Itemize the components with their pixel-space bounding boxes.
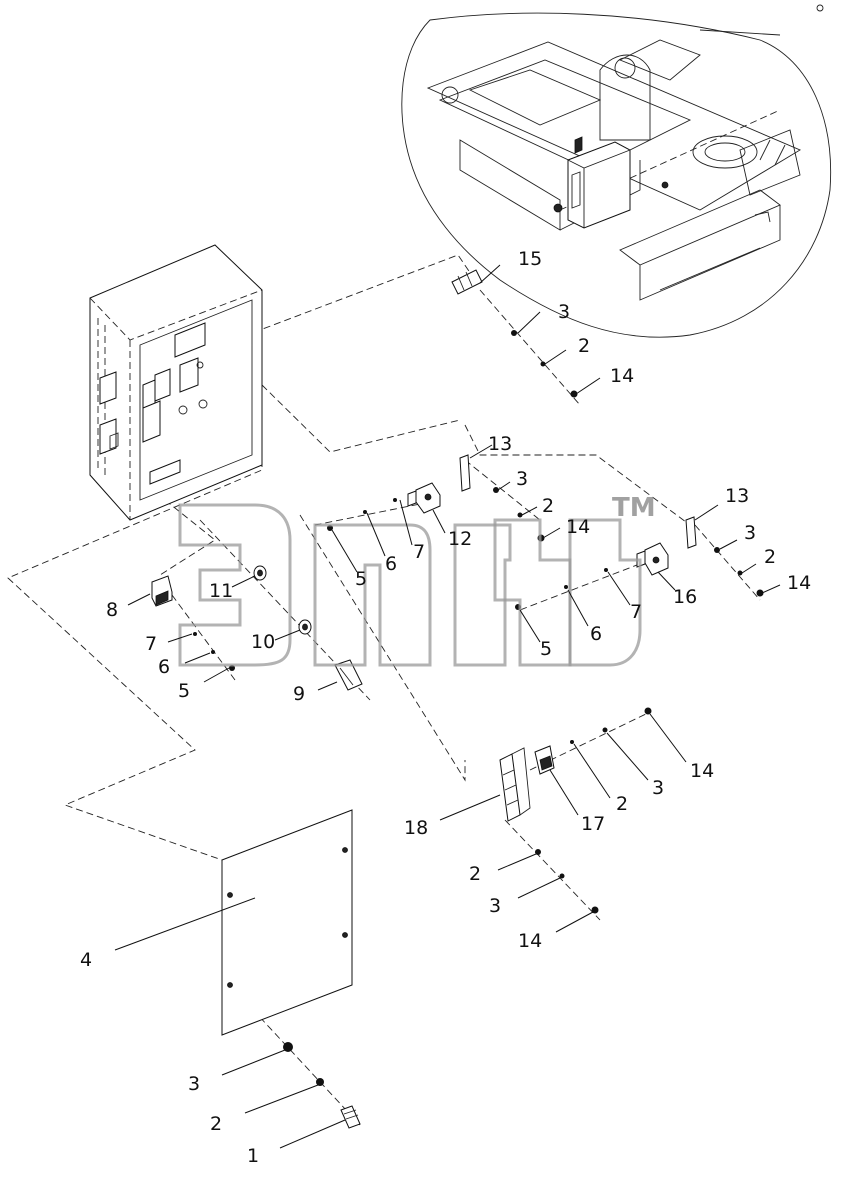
callout-label-3: 3 xyxy=(558,301,570,323)
leader-line-c15a xyxy=(479,264,501,284)
leader-line-c4 xyxy=(114,897,256,951)
callout-label-7: 7 xyxy=(413,541,425,563)
leader-line-c14a xyxy=(575,377,601,395)
leader-line-c6a xyxy=(366,512,386,557)
callout-label-6: 6 xyxy=(385,553,397,575)
leader-line-c10 xyxy=(274,629,301,641)
leader-line-c3b xyxy=(497,481,511,491)
leader-line-c3e xyxy=(517,877,561,899)
leader-lines xyxy=(114,264,781,1149)
leader-line-c16 xyxy=(657,571,676,591)
watermark-trademark: TM xyxy=(612,493,656,523)
callout-label-5: 5 xyxy=(355,568,367,590)
callout-label-14: 14 xyxy=(690,760,714,782)
leader-line-c2a xyxy=(544,349,567,365)
leader-line-c18 xyxy=(439,794,501,821)
callout-label-3: 3 xyxy=(652,777,664,799)
leader-line-c3f xyxy=(221,1049,286,1076)
leader-line-c7b xyxy=(607,571,631,606)
leader-line-c9 xyxy=(317,681,338,691)
leader-line-c3a xyxy=(517,311,541,334)
callout-label-3: 3 xyxy=(516,468,528,490)
callout-label-7: 7 xyxy=(630,601,642,623)
electrical-cabinet xyxy=(89,244,263,521)
callout-label-14: 14 xyxy=(787,572,811,594)
leader-line-c5c xyxy=(203,667,230,683)
callout-label-1: 1 xyxy=(247,1145,259,1167)
watermark-logo: TM xyxy=(178,493,656,667)
callout-label-10: 10 xyxy=(251,631,275,653)
leader-line-c2c xyxy=(741,563,757,574)
callout-label-15: 15 xyxy=(518,248,542,270)
leader-line-c13b xyxy=(694,504,719,521)
leader-line-c1 xyxy=(279,1119,346,1149)
callout-label-2: 2 xyxy=(616,793,628,815)
callout-label-7: 7 xyxy=(145,633,157,655)
callout-label-6: 6 xyxy=(158,656,170,678)
leader-line-c6c xyxy=(184,652,211,664)
callout-label-13: 13 xyxy=(488,433,512,455)
callout-label-3: 3 xyxy=(489,895,501,917)
callout-label-3: 3 xyxy=(744,522,756,544)
callout-label-9: 9 xyxy=(293,683,305,705)
leader-line-c2d xyxy=(573,743,611,799)
callout-label-16: 16 xyxy=(673,586,697,608)
callout-label-12: 12 xyxy=(448,528,472,550)
callout-label-17: 17 xyxy=(581,813,605,835)
leader-line-c17 xyxy=(549,769,579,816)
callout-label-2: 2 xyxy=(469,863,481,885)
callout-label-11: 11 xyxy=(209,580,233,602)
callout-label-2: 2 xyxy=(578,335,590,357)
leader-line-c5a xyxy=(331,529,358,573)
leader-line-c14d xyxy=(649,713,687,763)
leader-line-c6b xyxy=(567,589,589,627)
leader-line-c3c xyxy=(719,539,738,550)
callout-label-6: 6 xyxy=(590,623,602,645)
callout-label-5: 5 xyxy=(178,680,190,702)
leader-line-c8 xyxy=(127,593,151,606)
machine-frame-detail xyxy=(401,4,832,338)
leader-line-c2b xyxy=(521,506,538,516)
callout-label-8: 8 xyxy=(106,599,118,621)
leader-line-c11 xyxy=(231,575,256,588)
leader-line-c5b xyxy=(519,609,541,643)
callout-label-4: 4 xyxy=(80,949,92,971)
callout-label-18: 18 xyxy=(404,817,428,839)
leader-line-c13a xyxy=(469,444,493,459)
leader-line-c2f xyxy=(244,1084,319,1114)
leader-line-c14b xyxy=(542,527,561,539)
leader-line-c14e xyxy=(555,911,594,933)
leader-line-c14c xyxy=(761,584,781,594)
callout-label-5: 5 xyxy=(540,638,552,660)
leader-line-c7a xyxy=(399,499,413,546)
leader-line-c3d xyxy=(606,732,649,781)
leader-line-c7c xyxy=(167,633,193,643)
callout-label-14: 14 xyxy=(518,930,542,952)
leader-line-c2e xyxy=(497,853,537,871)
leader-line-c12 xyxy=(432,509,446,534)
callout-label-3: 3 xyxy=(188,1073,200,1095)
callout-label-2: 2 xyxy=(542,495,554,517)
callout-label-2: 2 xyxy=(764,546,776,568)
callout-label-13: 13 xyxy=(725,485,749,507)
callout-label-14: 14 xyxy=(610,365,634,387)
callout-label-2: 2 xyxy=(210,1113,222,1135)
cover-plate xyxy=(221,809,353,1036)
callout-label-14: 14 xyxy=(566,516,590,538)
